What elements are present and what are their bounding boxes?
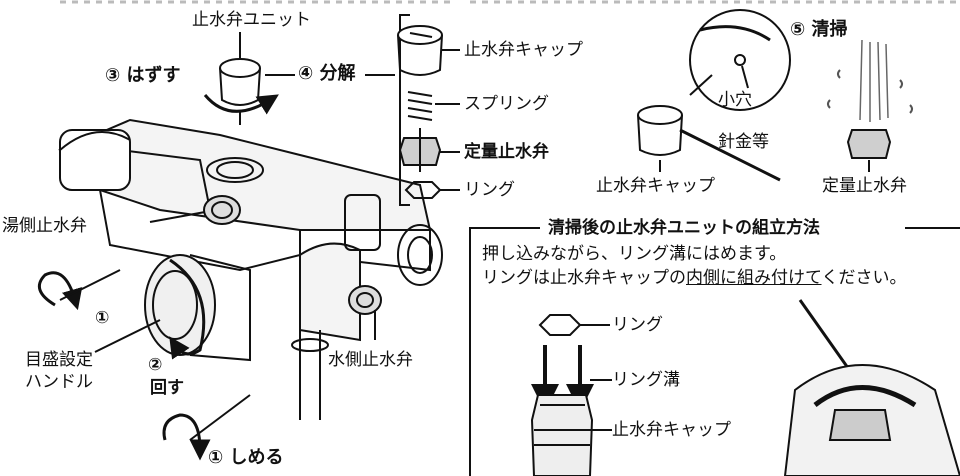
assembly-line2-underlined: 内側に組み付けて bbox=[686, 268, 822, 288]
washing-water bbox=[827, 39, 913, 172]
remove-arrow bbox=[203, 94, 279, 115]
assembly-line2-post: ください。 bbox=[821, 268, 907, 288]
cleaning-cap-drawing bbox=[637, 74, 781, 182]
exploded-ring bbox=[404, 181, 460, 199]
assembly-label-ring: リング bbox=[612, 315, 663, 335]
label-step5-clean: ⑤ 清掃 bbox=[790, 19, 848, 40]
label-step3-remove: ③ はずす bbox=[105, 65, 181, 86]
assembly-label-cap: 止水弁キャップ bbox=[612, 420, 731, 440]
assembly-ring bbox=[538, 314, 610, 336]
assembly-line1: 押し込みながら、リング溝にはめます。 bbox=[482, 244, 787, 264]
exploded-cap bbox=[397, 25, 460, 76]
label-ring: リング bbox=[464, 180, 515, 200]
label-hot-valve: 湯側止水弁 bbox=[2, 216, 87, 236]
label-turn: 回す bbox=[150, 378, 184, 398]
assembly-label-ring-groove: リング溝 bbox=[612, 370, 680, 390]
parts-bracket bbox=[399, 14, 410, 206]
step1-arrow-upper bbox=[37, 271, 83, 311]
label-flow-valve: 定量止水弁 bbox=[464, 142, 549, 162]
magnified-cap-view bbox=[689, 9, 791, 111]
label-small-hole: 小穴 bbox=[718, 90, 752, 110]
faucet-body bbox=[58, 118, 432, 272]
screwdriver-upper bbox=[59, 269, 121, 301]
label-dial-line2: ハンドル bbox=[25, 372, 93, 392]
label-step1-close: ① しめる bbox=[208, 447, 284, 468]
assembly-cap bbox=[530, 379, 612, 476]
label-step1: ① bbox=[95, 308, 110, 328]
exploded-spring bbox=[407, 91, 460, 121]
label-step2: ② bbox=[148, 355, 163, 375]
assembly-line2: リングは止水弁キャップの内側に組み付けてください。 bbox=[482, 268, 907, 288]
label-flow-valve-right: 定量止水弁 bbox=[822, 176, 907, 196]
assembly-line2-pre: リングは止水弁キャップの bbox=[482, 268, 686, 288]
label-step4-disassemble: ④ 分解 bbox=[298, 63, 356, 84]
cold-side-valve-drawing bbox=[291, 194, 443, 420]
cartridge-unit-drawing bbox=[219, 58, 261, 125]
assembly-frame bbox=[469, 227, 960, 476]
step1-arrow-lower bbox=[162, 413, 211, 461]
hot-side-valve-drawing bbox=[203, 195, 241, 225]
label-cartridge-unit: 止水弁ユニット bbox=[192, 10, 311, 30]
label-cap-right: 止水弁キャップ bbox=[596, 176, 715, 196]
label-dial-line1: 目盛設定 bbox=[25, 350, 93, 370]
assembly-title: 清掃後の止水弁ユニットの組立方法 bbox=[548, 218, 820, 238]
screwdriver-lower bbox=[189, 394, 251, 441]
step2-arrow bbox=[169, 258, 206, 360]
exploded-flow-valve bbox=[398, 128, 460, 172]
label-spring: スプリング bbox=[464, 94, 549, 114]
label-cold-valve: 水側止水弁 bbox=[328, 350, 413, 370]
label-cap: 止水弁キャップ bbox=[464, 40, 583, 60]
label-wire: 針金等 bbox=[718, 132, 769, 152]
assembly-closeup bbox=[783, 299, 960, 476]
dial-handle-drawing bbox=[144, 254, 251, 362]
